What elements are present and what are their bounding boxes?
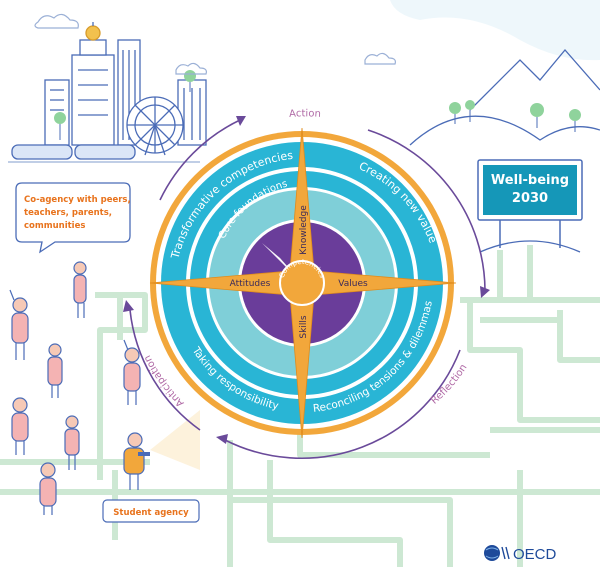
- clouds: [34, 13, 396, 75]
- cycle-arrows: [123, 116, 490, 459]
- co-agency-bubble: Co-agency with peers, teachers, parents,…: [15, 182, 131, 254]
- person-2: [73, 261, 87, 318]
- sky-cloud: [390, 0, 600, 61]
- oecd-logo: OECD: [484, 545, 557, 563]
- oecd-globe-icon: [484, 545, 500, 561]
- path-network: [0, 245, 600, 567]
- co-agency-line2: teachers, parents,: [24, 208, 112, 218]
- person-7: [39, 462, 57, 515]
- action-label: Action: [289, 108, 321, 120]
- student-agency-label: Student agency: [113, 508, 189, 518]
- people-group: [9, 261, 141, 515]
- student-figure: [123, 410, 200, 490]
- city-trees: [54, 70, 196, 140]
- person-3: [47, 343, 63, 398]
- compass-center: [279, 260, 325, 306]
- person-1: [9, 289, 29, 360]
- co-agency-line1: Co-agency with peers,: [24, 195, 131, 205]
- person-4: [123, 339, 141, 405]
- reflection-label: Reflection: [429, 362, 469, 406]
- cycle-arc-upper-right: [367, 129, 486, 291]
- city-skyline: [8, 22, 207, 163]
- skills-label: Skills: [299, 315, 309, 338]
- arrowhead-lower-left: [123, 300, 134, 312]
- person-6: [64, 415, 80, 470]
- arrowhead-upper-left: [236, 116, 246, 126]
- hill-trees: [449, 100, 581, 132]
- wellbeing-signboard: Well-being 2030: [477, 159, 583, 253]
- arrowhead-lower-right: [216, 434, 228, 444]
- oecd-logo-text: OECD: [513, 546, 557, 563]
- arrowhead-upper-right: [480, 286, 490, 298]
- signboard-line2: 2030: [512, 191, 548, 206]
- student-agency-bubble: Student agency: [102, 499, 200, 523]
- cycle-arc-lower-left: [129, 309, 201, 431]
- knowledge-label: Knowledge: [299, 205, 309, 255]
- values-label: Values: [338, 279, 368, 289]
- attitudes-label: Attitudes: [230, 279, 271, 289]
- cycle-arc-upper-left: [159, 119, 241, 201]
- compass: [149, 127, 457, 439]
- cycle-arc-lower-right: [224, 349, 461, 459]
- co-agency-line3: communities: [24, 221, 85, 231]
- signboard-line1: Well-being: [491, 173, 569, 188]
- signboard-panel: [483, 165, 577, 215]
- person-5: [11, 397, 29, 455]
- mountains: [409, 48, 600, 146]
